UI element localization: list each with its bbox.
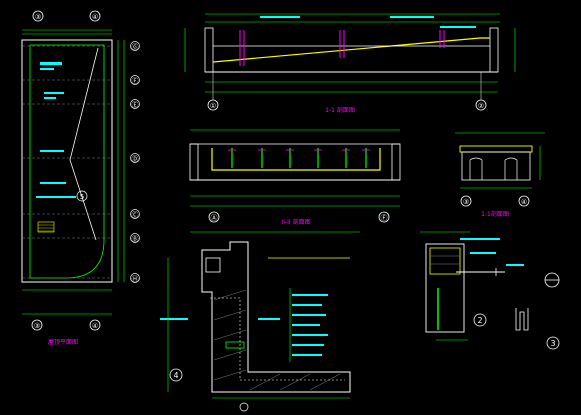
elevation-body bbox=[461, 151, 531, 181]
grid-lines bbox=[22, 45, 112, 279]
wall-profile bbox=[201, 241, 351, 393]
section-mid: Ⓐ Ⓕ II-II 剖面图 bbox=[189, 129, 401, 226]
axis-bubble bbox=[460, 195, 472, 207]
waterproof-layer bbox=[210, 297, 345, 381]
axis-label-bottom-left: ③ bbox=[34, 322, 40, 330]
drain-hatch bbox=[38, 224, 54, 232]
parapet-section bbox=[425, 243, 465, 333]
axis-label: Ⓗ bbox=[132, 275, 139, 283]
axis-label: Ⓕ bbox=[132, 77, 139, 85]
plan-title: 屋顶平面图 bbox=[48, 339, 78, 346]
plan-outline bbox=[21, 39, 113, 283]
axis-label-bottom-right: ④ bbox=[92, 322, 98, 330]
opening-right bbox=[504, 157, 518, 180]
roof-plan: ③ ④ Ⓖ Ⓕ Ⓔ Ⓓ bbox=[21, 10, 140, 346]
detail-marker bbox=[76, 190, 88, 202]
plan-inner-outline bbox=[29, 44, 105, 279]
opening-left bbox=[469, 157, 483, 180]
axis-label: Ⓔ bbox=[132, 101, 139, 109]
axis-label: Ⓒ bbox=[132, 211, 139, 219]
plan-notes bbox=[36, 62, 76, 198]
axis-bubble bbox=[518, 195, 530, 207]
detail-marker bbox=[473, 313, 487, 327]
axis-bubble bbox=[378, 211, 390, 223]
axis-bubble bbox=[239, 402, 249, 412]
axis-label-top-right: ④ bbox=[92, 13, 98, 21]
axis-label: Ⓓ bbox=[132, 155, 139, 163]
detail-marker-label: 5 bbox=[80, 193, 84, 201]
axis-bubble bbox=[32, 10, 44, 22]
axis-bubble bbox=[31, 319, 43, 331]
small-elevation: ③ ④ 1:1剖面图 bbox=[455, 132, 545, 218]
axis-label: ② bbox=[478, 102, 484, 110]
right-axis-bubbles: Ⓖ Ⓕ Ⓔ Ⓓ Ⓒ Ⓑ Ⓗ bbox=[130, 41, 140, 283]
wall-hatch bbox=[213, 289, 341, 391]
detail-4: 4 bbox=[160, 231, 360, 412]
ribs bbox=[231, 148, 367, 168]
axis-bubble bbox=[475, 99, 487, 111]
section-title: 1-1 剖面图 bbox=[325, 106, 355, 114]
axis-label: ① bbox=[210, 102, 216, 110]
detail-marker-label: 4 bbox=[173, 371, 178, 380]
section-notes bbox=[260, 16, 476, 28]
axis-bubble bbox=[208, 211, 220, 223]
detail-marker-label: 3 bbox=[550, 339, 555, 348]
axis-label: ③ bbox=[463, 198, 469, 206]
axis-label: Ⓖ bbox=[132, 43, 139, 51]
axis-label: Ⓐ bbox=[211, 214, 218, 222]
detail-marker bbox=[169, 368, 183, 382]
layer-notes bbox=[160, 294, 328, 356]
drain-symbol bbox=[37, 221, 55, 233]
section-columns bbox=[239, 30, 445, 66]
axis-label: Ⓑ bbox=[132, 235, 139, 243]
axis-bubble bbox=[207, 99, 219, 111]
detail-marker-label: 2 bbox=[477, 316, 482, 325]
axis-label-top-left: ③ bbox=[35, 13, 41, 21]
cap-section bbox=[429, 247, 461, 275]
small-view-title: 1:1剖面图 bbox=[481, 210, 509, 218]
axis-label: ④ bbox=[521, 198, 527, 206]
detail-2-3: 2 3 bbox=[420, 231, 560, 350]
slope-line bbox=[212, 37, 490, 63]
detail-notes bbox=[460, 238, 524, 266]
coping bbox=[205, 257, 221, 273]
cap-hatch bbox=[430, 255, 460, 265]
gutter-outline bbox=[211, 148, 381, 171]
axis-label: Ⓕ bbox=[381, 214, 388, 222]
ridge-line bbox=[69, 47, 99, 241]
section-1-1: ① ② 1-1 剖面图 bbox=[184, 13, 516, 114]
clip-detail bbox=[515, 308, 529, 331]
outlet bbox=[225, 341, 245, 349]
axis-bubble bbox=[89, 10, 101, 22]
axis-bubble bbox=[89, 319, 101, 331]
section-title: II-II 剖面图 bbox=[281, 218, 310, 226]
detail-marker bbox=[546, 336, 560, 350]
